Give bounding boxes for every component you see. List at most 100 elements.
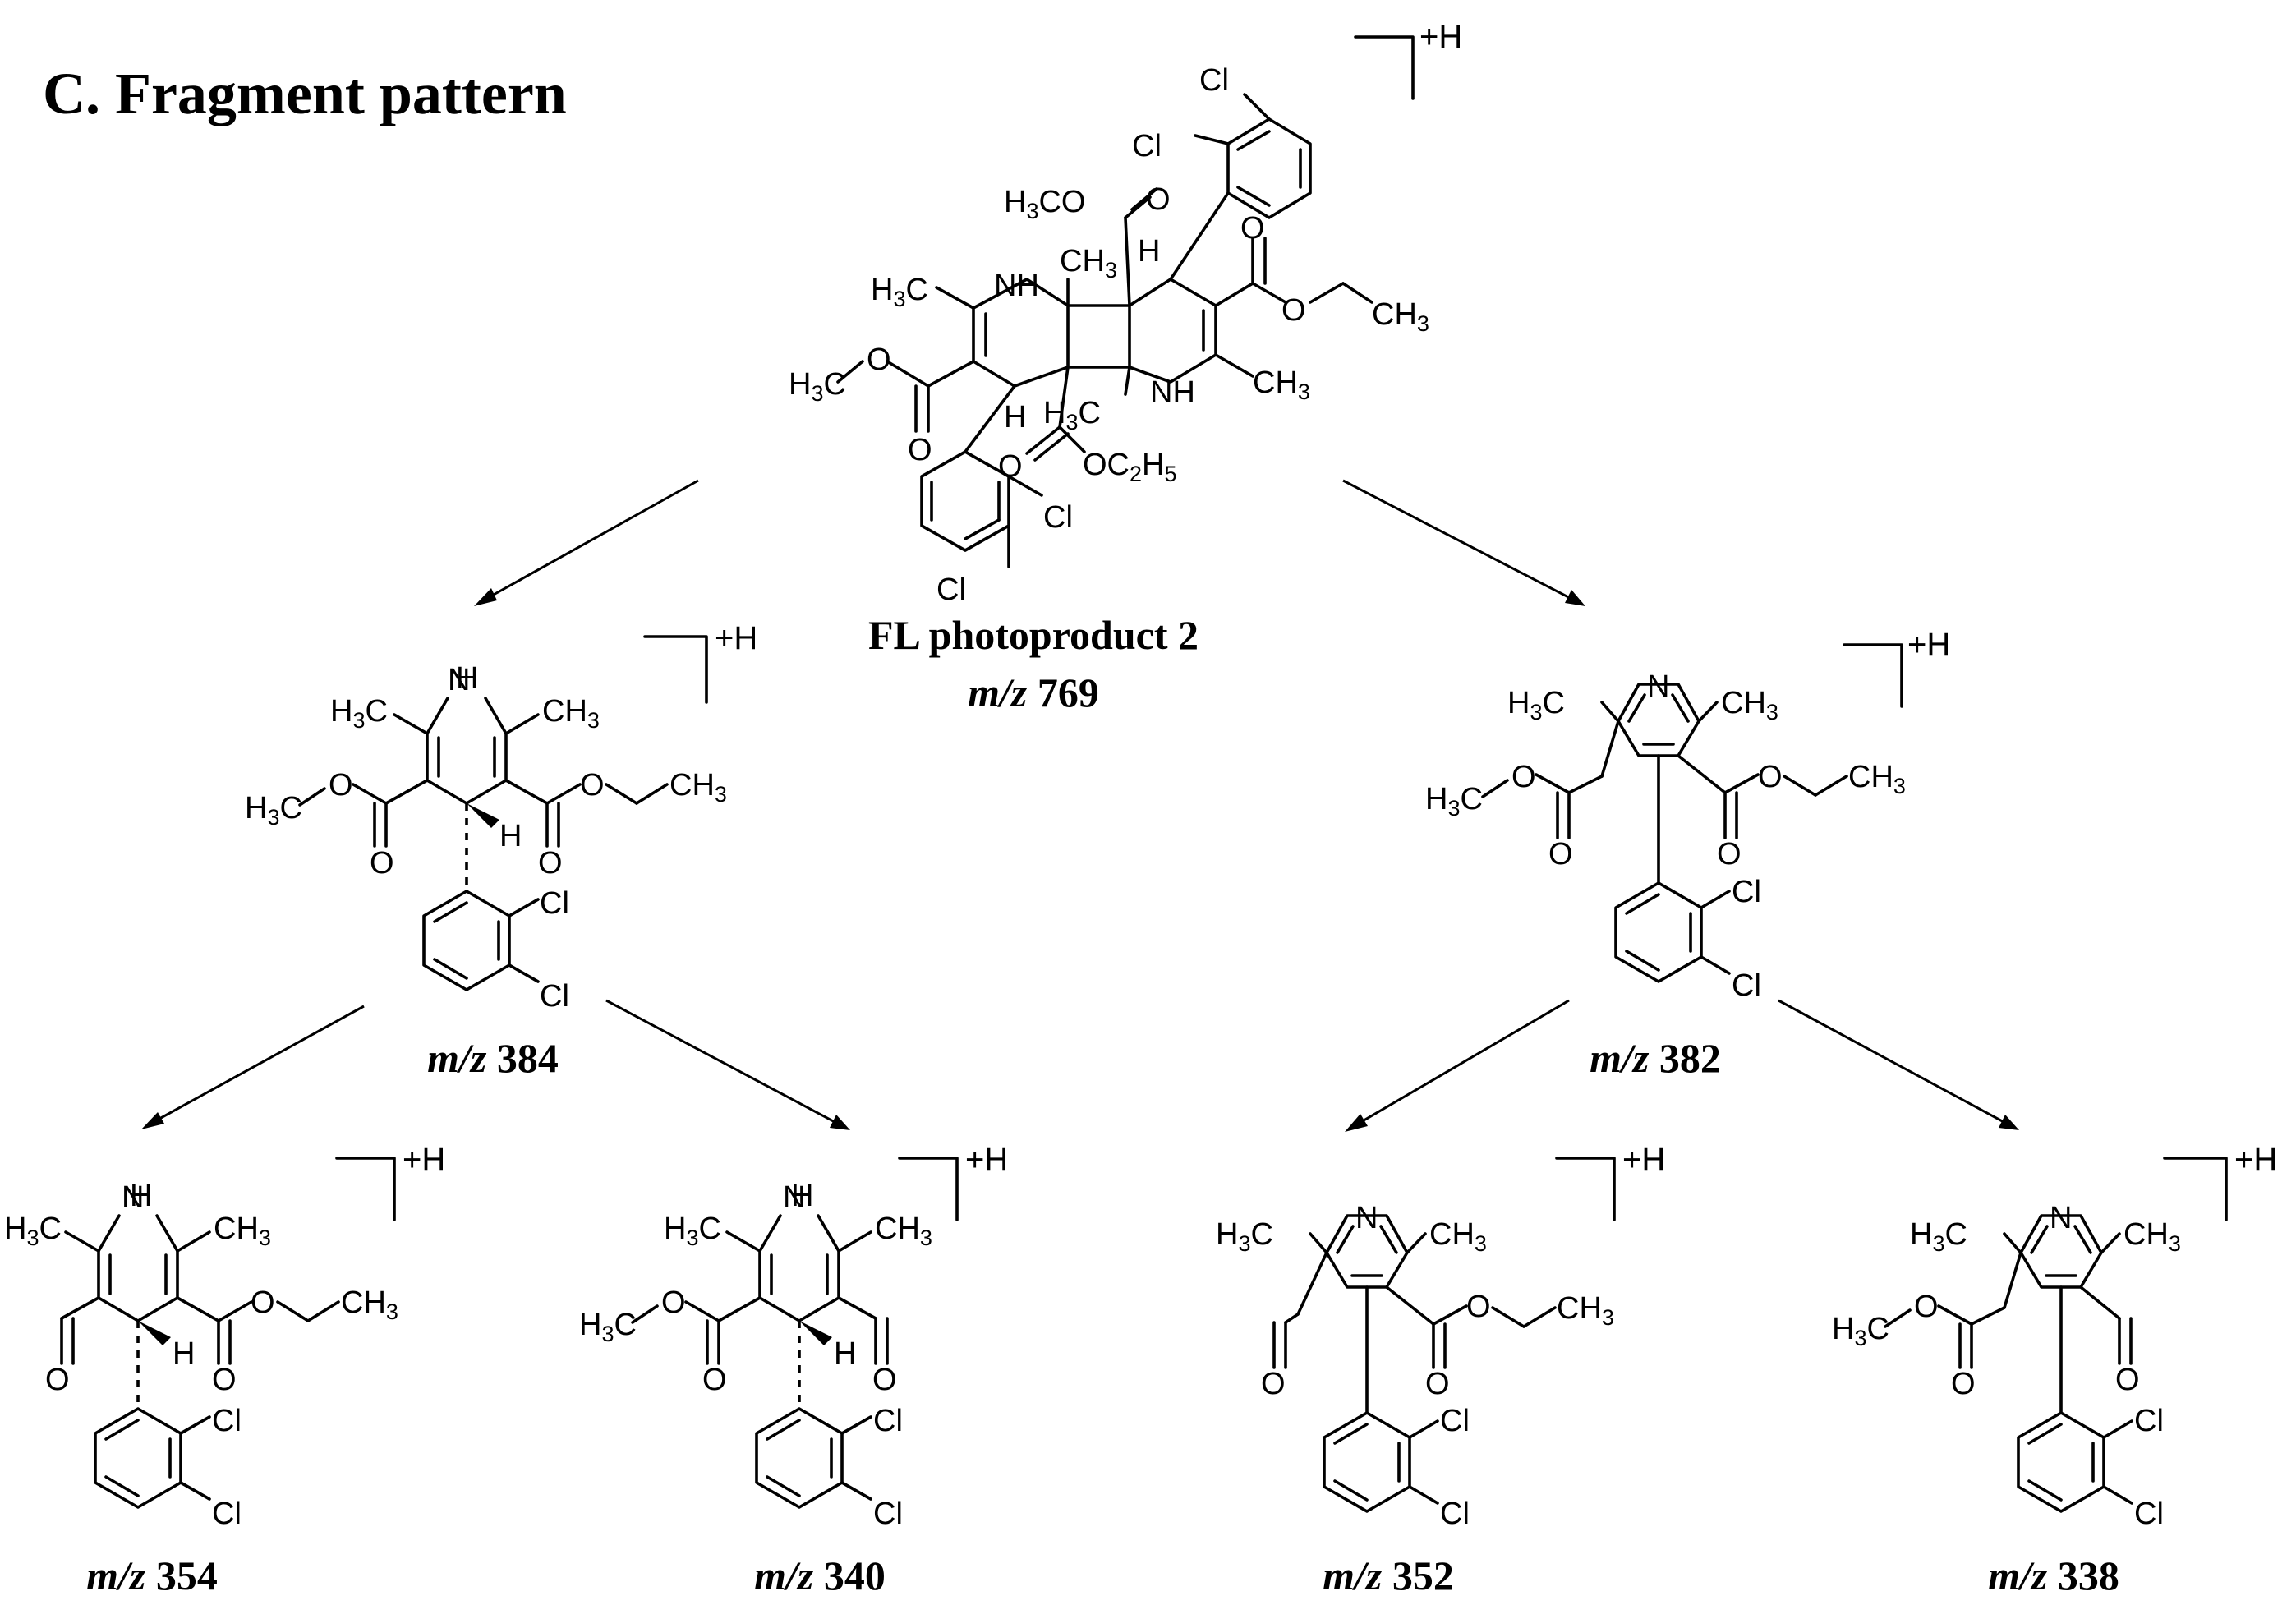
atom-cl: Cl — [212, 1404, 242, 1438]
atom-n: N — [1355, 1201, 1378, 1235]
parent-structure: +H NH H3C CH3 O O H3C H Cl Cl — [789, 19, 1462, 715]
dichlorophenyl-ring — [1614, 881, 1731, 983]
fragment-384-mz: 384 — [497, 1035, 559, 1081]
atom-o: O — [1951, 1367, 1976, 1401]
atom-o: O — [212, 1363, 237, 1397]
atom-o: O — [329, 768, 353, 802]
atom-h3c: H3C — [871, 273, 928, 311]
atom-h3c: H3C — [1043, 396, 1101, 435]
atom-cl: Cl — [1132, 129, 1162, 163]
dichlorophenyl-ring — [94, 1407, 211, 1509]
atom-o: O — [1146, 182, 1171, 217]
atom-cl: Cl — [873, 1497, 903, 1531]
atom-cl: Cl — [1440, 1497, 1470, 1531]
atom-h3c: H3C — [1425, 782, 1483, 821]
atom-cl: Cl — [936, 573, 966, 607]
atom-ch3: CH3 — [1429, 1217, 1487, 1256]
atom-cl: Cl — [873, 1404, 903, 1438]
atom-o: O — [1511, 760, 1536, 794]
dichlorophenyl-ring — [755, 1407, 872, 1509]
fragmentation-arrows — [141, 479, 2019, 1132]
adduct-label: +H — [715, 620, 757, 656]
fragment-340-structure: +H N H H3C CH3 O O H3C O H — [579, 1142, 1008, 1598]
dichlorophenyl-ring — [2017, 1411, 2133, 1513]
arrow-parent-to-384 — [484, 479, 699, 601]
parent-name: FL photoproduct 2 — [868, 612, 1199, 658]
atom-h3c: H3C — [1910, 1217, 1967, 1256]
atom-nh: NH — [994, 269, 1039, 303]
arrowhead — [1999, 1115, 2019, 1130]
fragment-382-caption: m/z 382 — [1590, 1035, 1721, 1081]
atom-cl: Cl — [1043, 500, 1073, 535]
atom-h3c: H3C — [1832, 1312, 1889, 1350]
fragment-338-structure: +H N H3C CH3 O O H3C O Cl — [1832, 1142, 2277, 1598]
parent-mz-caption: m/z 769 — [968, 669, 1099, 715]
fragment-352-structure: +H N H3C CH3 O O O CH3 — [1216, 1142, 1665, 1598]
fragment-382-mz: 382 — [1659, 1035, 1721, 1081]
atom-h3c: H3C — [330, 694, 388, 733]
atom-n: N — [783, 1180, 805, 1215]
atom-nh: NH — [1150, 375, 1195, 410]
arrowhead — [830, 1115, 850, 1130]
atom-o: O — [702, 1363, 727, 1397]
atom-ch3: CH3 — [1557, 1291, 1614, 1330]
atom-cl: Cl — [1440, 1404, 1470, 1438]
adduct-label: +H — [2234, 1142, 2277, 1178]
atom-cl: Cl — [2134, 1497, 2164, 1531]
atom-o: O — [1548, 837, 1573, 871]
parent-mz-value: 769 — [1038, 669, 1099, 715]
atom-cl: Cl — [540, 886, 569, 921]
atom-o: O — [1466, 1290, 1491, 1324]
arrowhead — [141, 1112, 164, 1129]
atom-ch3: CH3 — [542, 694, 600, 733]
fragment-352-caption: m/z 352 — [1323, 1552, 1454, 1598]
adduct-bracket — [1354, 35, 1415, 100]
atom-o: O — [45, 1363, 70, 1397]
adduct-label: +H — [1622, 1142, 1665, 1178]
atom-h: H — [173, 1336, 195, 1371]
atom-h: H — [1004, 400, 1026, 435]
fragment-354-mz: 354 — [156, 1552, 218, 1598]
arrow-parent-to-382 — [1342, 479, 1574, 601]
atom-o: O — [251, 1285, 275, 1320]
fragment-352-mz: 352 — [1392, 1552, 1454, 1598]
atom-h3c: H3C — [664, 1212, 721, 1250]
fragment-340-mz: 340 — [824, 1552, 886, 1598]
arrowhead — [1345, 1114, 1368, 1132]
atom-ch3: CH3 — [1060, 244, 1117, 283]
arrowhead — [474, 588, 497, 606]
atom-ch3: CH3 — [875, 1212, 932, 1250]
atom-ch3: CH3 — [2123, 1217, 2181, 1256]
cyclobutane-ring — [1066, 304, 1131, 369]
fragment-384-caption: m/z 384 — [427, 1035, 559, 1081]
atom-ch3: CH3 — [1372, 297, 1429, 336]
atom-h: H — [499, 819, 522, 853]
atom-o: O — [538, 846, 563, 881]
arrow-384-to-340 — [605, 999, 839, 1125]
atom-n: N — [2050, 1201, 2072, 1235]
atom-h: H — [456, 661, 478, 696]
atom-h: H — [834, 1336, 856, 1371]
atom-o: O — [1717, 837, 1742, 871]
atom-o: O — [1281, 293, 1306, 328]
atom-cl: Cl — [212, 1497, 242, 1531]
atom-h: H — [1138, 234, 1160, 269]
atom-o: O — [1425, 1367, 1450, 1401]
atom-cl: Cl — [1732, 968, 1761, 1003]
atom-h3c: H3C — [579, 1308, 637, 1346]
atom-cl: Cl — [1199, 63, 1229, 98]
fragment-354-structure: +H N H H3C CH3 O O O CH3 H — [4, 1142, 445, 1598]
adduct-label: +H — [1419, 19, 1462, 55]
atom-o: O — [370, 846, 394, 881]
adduct-label: +H — [403, 1142, 445, 1178]
atom-o: O — [867, 343, 891, 377]
atom-n: N — [122, 1180, 144, 1215]
atom-h3co: H3CO — [1004, 185, 1085, 223]
atom-o: O — [1240, 211, 1265, 246]
arrowhead — [1565, 590, 1585, 606]
atom-o: O — [1914, 1290, 1939, 1324]
adduct-label: +H — [1907, 627, 1950, 663]
fragment-354-caption: m/z 354 — [86, 1552, 218, 1598]
atom-o: O — [2115, 1363, 2140, 1397]
